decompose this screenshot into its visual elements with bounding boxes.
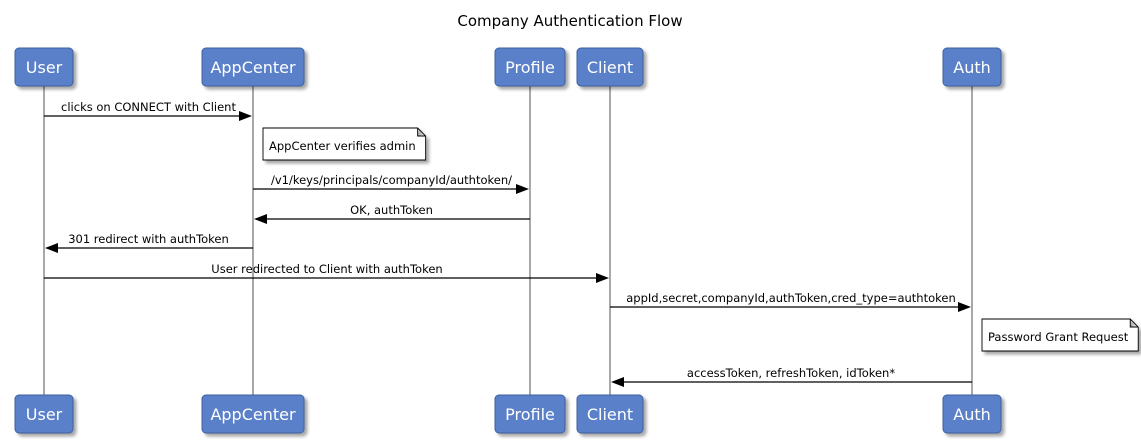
message-user-to-client: User redirected to Client with authToken	[44, 262, 609, 283]
actor-client-bottom: Client	[576, 394, 644, 434]
actor-label: AppCenter	[210, 58, 296, 77]
diagram-title: Company Authentication Flow	[457, 12, 682, 30]
actor-box	[201, 47, 305, 87]
actor-label: Profile	[505, 58, 555, 77]
actor-box	[14, 47, 74, 87]
actor-user-bottom: User	[14, 394, 74, 434]
message-label: clicks on CONNECT with Client	[61, 100, 236, 114]
arrowhead	[516, 184, 529, 194]
actor-box	[576, 47, 644, 87]
lifelines	[43, 86, 973, 395]
message-auth-to-client: accessToken, refreshToken, idToken*	[611, 366, 972, 387]
message-label: appId,secret,companyId,authToken,cred_ty…	[626, 291, 956, 305]
message-profile-to-appcenter: OK, authToken	[254, 203, 530, 224]
arrowhead	[239, 111, 252, 121]
message-appcenter-to-profile: /v1/keys/principals/companyId/authtoken/	[253, 173, 529, 194]
actor-profile-bottom: Profile	[494, 394, 566, 434]
actor-box	[942, 47, 1002, 87]
message-client-to-auth: appId,secret,companyId,authToken,cred_ty…	[610, 291, 971, 312]
actor-box	[14, 394, 74, 434]
actor-auth-top: Auth	[942, 47, 1002, 87]
message-label: /v1/keys/principals/companyId/authtoken/	[271, 173, 512, 187]
actor-auth-bottom: Auth	[942, 394, 1002, 434]
arrowhead	[596, 273, 609, 283]
actor-appcenter-bottom: AppCenter	[201, 394, 305, 434]
message-label: User redirected to Client with authToken	[211, 262, 442, 276]
message-label: OK, authToken	[350, 203, 433, 217]
arrowhead	[45, 243, 58, 253]
note-box	[262, 127, 427, 161]
arrowhead	[254, 214, 267, 224]
arrowhead	[958, 302, 971, 312]
actor-user-top: User	[14, 47, 74, 87]
message-label: accessToken, refreshToken, idToken*	[687, 366, 895, 380]
message-appcenter-to-user: 301 redirect with authToken	[45, 232, 253, 253]
arrowhead	[611, 377, 624, 387]
actor-label: User	[26, 405, 63, 424]
actor-box	[494, 47, 566, 87]
actor-box	[201, 394, 305, 434]
note-box	[981, 318, 1139, 352]
actor-box	[942, 394, 1002, 434]
actor-label: Client	[587, 405, 633, 424]
actor-label: Profile	[505, 405, 555, 424]
actor-label: AppCenter	[210, 405, 296, 424]
actors-top-row: User AppCenter Profile Client Auth	[14, 47, 1002, 87]
actor-label: Auth	[953, 405, 991, 424]
note-text: Password Grant Request	[988, 330, 1129, 344]
actor-profile-top: Profile	[494, 47, 566, 87]
actor-client-top: Client	[576, 47, 644, 87]
actor-label: Client	[587, 58, 633, 77]
actor-label: Auth	[953, 58, 991, 77]
actor-box	[494, 394, 566, 434]
note-appcenter: AppCenter verifies admin	[262, 127, 427, 161]
message-user-to-appcenter: clicks on CONNECT with Client	[44, 100, 252, 121]
actor-appcenter-top: AppCenter	[201, 47, 305, 87]
actors-bottom-row: User AppCenter Profile Client Auth	[14, 394, 1002, 434]
actor-box	[576, 394, 644, 434]
actor-label: User	[26, 58, 63, 77]
note-auth: Password Grant Request	[981, 318, 1139, 352]
message-label: 301 redirect with authToken	[68, 232, 229, 246]
note-text: AppCenter verifies admin	[269, 139, 416, 153]
